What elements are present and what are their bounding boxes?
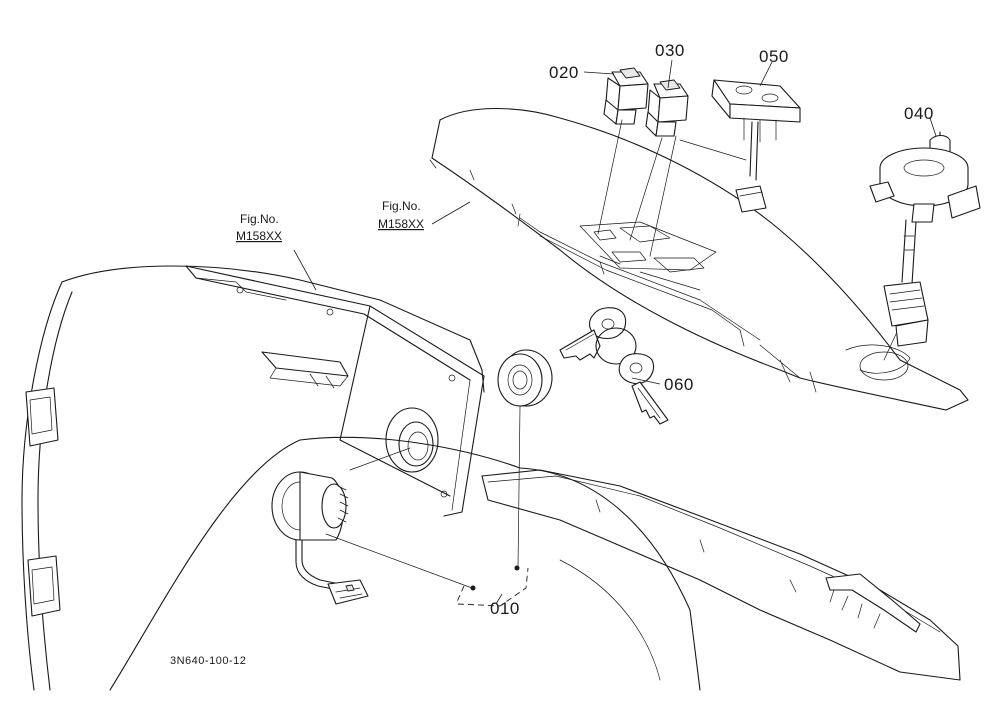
- label-part-060: 060: [664, 375, 694, 394]
- part-040-ignition-switch: [869, 131, 981, 347]
- part-020-switch: [603, 67, 649, 125]
- fig-ref-top-label: Fig.No.: [382, 199, 421, 213]
- fig-ref-left-code: M158XX: [236, 229, 282, 243]
- fig-ref-left-label: Fig.No.: [240, 212, 279, 226]
- label-part-050: 050: [759, 47, 789, 66]
- label-part-030: 030: [655, 41, 685, 60]
- fig-ref-top-code: M158XX: [378, 217, 424, 231]
- label-leaders: [293, 59, 937, 605]
- part-050-indicator-module: [711, 79, 801, 213]
- part-060-keys: [559, 307, 669, 425]
- part-030-switch: [645, 79, 689, 137]
- lower-scuttle-panel: [481, 469, 961, 681]
- drawing-number: 3N640-100-12: [170, 655, 246, 667]
- panel-grommet-hole: [385, 407, 439, 473]
- label-part-040: 040: [904, 104, 934, 123]
- front-panel-plate: [185, 265, 485, 517]
- dash-top-panel: [429, 107, 969, 411]
- part-010-lamp-socket: [271, 471, 369, 605]
- part-010-grommet: [497, 349, 553, 407]
- assembly-guide-lines: [325, 119, 897, 607]
- label-part-010: 010: [490, 599, 520, 618]
- label-part-020: 020: [549, 63, 579, 82]
